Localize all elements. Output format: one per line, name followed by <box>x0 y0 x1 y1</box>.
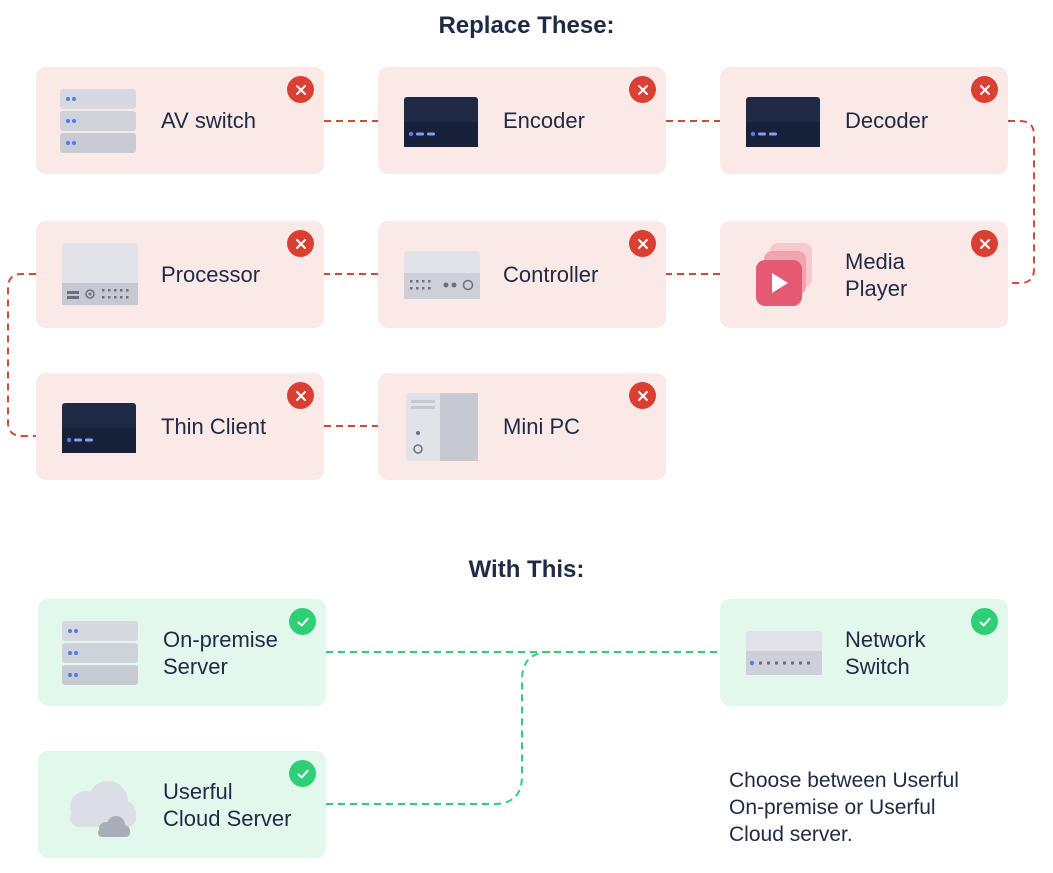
replace-heading: Replace These: <box>438 12 615 39</box>
device-card-on-premise-server: On-premise Server <box>38 599 326 706</box>
network-switch-icon <box>746 631 822 675</box>
server-rack-icon <box>62 621 138 685</box>
device-card-controller: Controller <box>378 221 666 328</box>
device-label: Decoder <box>845 108 929 133</box>
device-label: Mini PC <box>503 414 581 439</box>
device-label: Encoder <box>503 108 585 133</box>
choice-note: Choose between Userful On-premise or Use… <box>729 767 1029 848</box>
device-label: Userful Cloud Server <box>163 778 292 831</box>
device-label: On-premise Server <box>163 626 278 679</box>
device-card-processor: Processor <box>36 221 324 328</box>
connector-decoder-mediaplayer <box>1008 120 1035 284</box>
device-label: Network Switch <box>845 626 926 679</box>
device-card-network-switch: Network Switch <box>720 599 1008 706</box>
remove-icon <box>629 76 656 103</box>
device-label: Processor <box>161 262 261 287</box>
device-label: Controller <box>503 262 599 287</box>
device-card-av-switch: AV switch <box>36 67 324 174</box>
remove-icon <box>971 230 998 257</box>
device-label: Thin Client <box>161 414 267 439</box>
device-label: AV switch <box>161 108 256 133</box>
device-label: Media Player <box>845 248 908 301</box>
media-player-icon <box>756 243 812 306</box>
remove-icon <box>287 230 314 257</box>
connector-cloud-switch <box>326 651 551 805</box>
processor-unit-icon <box>62 243 138 305</box>
note-line: Cloud server. <box>729 823 853 846</box>
remove-icon <box>287 76 314 103</box>
dark-box-device-icon <box>404 97 478 147</box>
controller-unit-icon <box>404 251 480 299</box>
device-card-cloud-server: Userful Cloud Server <box>38 751 326 858</box>
remove-icon <box>629 230 656 257</box>
check-icon <box>289 608 316 635</box>
remove-icon <box>287 382 314 409</box>
check-icon <box>971 608 998 635</box>
device-card-thin-client: Thin Client <box>36 373 324 480</box>
connector-processor-thinclient <box>7 273 36 437</box>
note-line: On-premise or Userful <box>729 796 936 819</box>
device-card-encoder: Encoder <box>378 67 666 174</box>
cloud-icon <box>70 781 136 837</box>
remove-icon <box>971 76 998 103</box>
device-card-media-player: Media Player <box>720 221 1008 328</box>
server-rack-icon <box>60 89 136 153</box>
check-icon <box>289 760 316 787</box>
note-line: Choose between Userful <box>729 769 959 792</box>
device-card-decoder: Decoder <box>720 67 1008 174</box>
with-heading: With This: <box>468 556 585 583</box>
tower-pc-icon <box>406 393 478 461</box>
dark-box-device-icon <box>62 403 136 453</box>
remove-icon <box>629 382 656 409</box>
dark-box-device-icon <box>746 97 820 147</box>
device-card-mini-pc: Mini PC <box>378 373 666 480</box>
